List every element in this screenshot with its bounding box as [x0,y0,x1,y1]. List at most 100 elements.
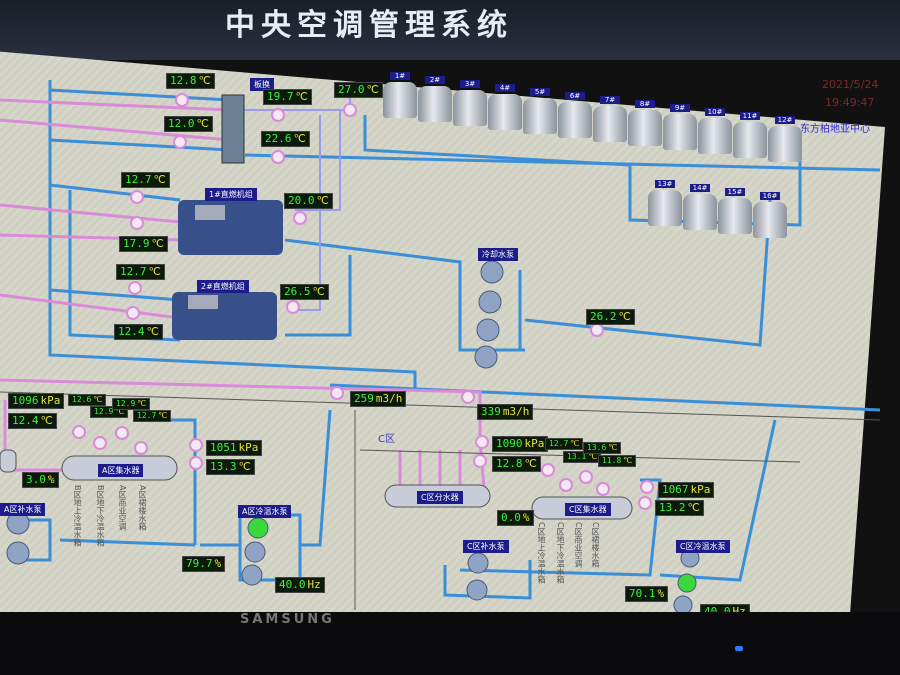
readout-unit: kPa [238,441,259,454]
readout-value: 12.9 [94,407,114,416]
readout-value: 1067 [662,483,689,496]
readout-unit: m3/h [375,392,403,405]
a-chw-pump-label: A区冷温水泵 [238,505,292,518]
a-makeup-pump-2 [6,541,30,565]
readout-unit: ℃ [623,456,633,465]
readout-value: 40.0 [279,578,306,591]
readout-value: 1051 [210,441,237,454]
readout-unit: ℃ [238,460,251,473]
main-pipe [48,80,417,390]
cooling-tower[interactable]: 8# [628,100,662,146]
sensor-nodes [72,93,654,510]
readout-unit: ℃ [293,132,306,145]
cooling-tower[interactable]: 5# [523,88,557,134]
a-chw-pump-3 [241,564,263,586]
c-collector-label: C区集水器 [565,503,611,516]
cooling-tower-icon [383,82,417,118]
readout-unit: ℃ [151,237,164,250]
c-distributor-label: C区分水器 [417,491,463,504]
cooling-tower[interactable]: 9# [663,104,697,150]
sensor-readout: 12.4℃ [8,413,57,429]
a-branch-label: A区裙楼水箱 [138,485,147,531]
chiller-1 [178,200,283,255]
tower-number: 9# [670,104,690,112]
cooling-tower-icon [663,114,697,150]
readout-value: 27.0 [338,83,365,96]
c-makeup-pump-1 [467,552,489,574]
sensor-readout: 13.3℃ [206,459,255,475]
cooling-pump-2 [478,290,502,314]
tower-number: 16# [760,192,780,200]
cooling-tower[interactable]: 10# [698,108,732,154]
readout-unit: ℃ [146,325,159,338]
tower-number: 2# [425,76,445,84]
sensor-readout: 0.0% [497,510,534,526]
cooling-tower[interactable]: 15# [718,188,752,234]
readout-unit: ℃ [316,194,329,207]
cooling-tower-icon [683,194,717,230]
c-chw-pump-label: C区冷温水泵 [676,540,730,553]
readout-unit: ℃ [687,501,700,514]
cooling-tower[interactable]: 14# [683,184,717,230]
sensor-readout: 12.7℃ [545,438,584,450]
cooling-tower[interactable]: 2# [418,76,452,122]
readout-unit: % [47,473,55,486]
cooling-pump-4 [474,345,498,369]
cooling-tower[interactable]: 16# [753,192,787,238]
cooling-tower[interactable]: 1# [383,72,417,118]
tower-number: 13# [655,180,675,188]
readout-unit: m3/h [502,405,530,418]
tower-number: 8# [635,100,655,108]
cooling-tower[interactable]: 13# [648,180,682,226]
readout-unit: ℃ [295,90,308,103]
cooling-tower[interactable]: 7# [593,96,627,142]
a-chw-pump-1-running [247,517,269,539]
readout-value: 70.1 [629,587,656,600]
readout-unit: ℃ [198,74,211,87]
cooling-tower-icon [733,122,767,158]
cooling-tower[interactable]: 11# [733,112,767,158]
organization-name: 东方柏地亚中心 [800,124,870,135]
readout-unit: ℃ [588,452,598,461]
sensor-readout: 11.8℃ [598,455,637,467]
sensor-readout: 13.1℃ [563,451,602,463]
monitor-bezel-bottom [0,612,900,675]
tower-number: 6# [565,92,585,100]
readout-value: 19.7 [267,90,294,103]
readout-value: 12.7 [137,411,157,420]
readout-value: 259 [354,392,374,405]
readout-unit: Hz [307,578,321,591]
a-makeup-pump-label: A区补水泵 [0,503,46,516]
cooling-tower[interactable]: 3# [453,80,487,126]
date-display: 2021/5/24 [822,78,879,91]
sensor-readout: 12.8℃ [492,456,541,472]
c-chw-pump-2-running [677,573,697,593]
cooling-tower-icon [488,94,522,130]
a-branch-label: A区商业空调 [118,485,127,531]
readout-value: 0.0 [501,511,521,524]
readout-unit: ℃ [570,439,580,448]
page-title: 中央空调管理系统 [225,8,513,43]
chiller-2-label: 2#直燃机组 [197,280,249,293]
sensor-readout: 12.6℃ [68,394,107,406]
readout-value: 13.6 [587,443,607,452]
power-led [735,646,743,651]
tower-number: 1# [390,72,410,80]
sensor-readout: 12.9℃ [112,398,151,410]
plate-exchanger [221,94,245,164]
readout-value: 12.9 [116,399,136,408]
tower-number: 10# [705,108,725,116]
readout-value: 3.0 [26,473,46,486]
cooling-pump-3 [476,318,500,342]
cooling-tower[interactable]: 12# [768,116,802,162]
readout-unit: ℃ [196,117,209,130]
cooling-tower-icon [523,98,557,134]
tower-number: 12# [775,116,795,124]
cooling-tower-icon [698,118,732,154]
cooling-tower[interactable]: 4# [488,84,522,130]
cooling-tower[interactable]: 6# [558,92,592,138]
